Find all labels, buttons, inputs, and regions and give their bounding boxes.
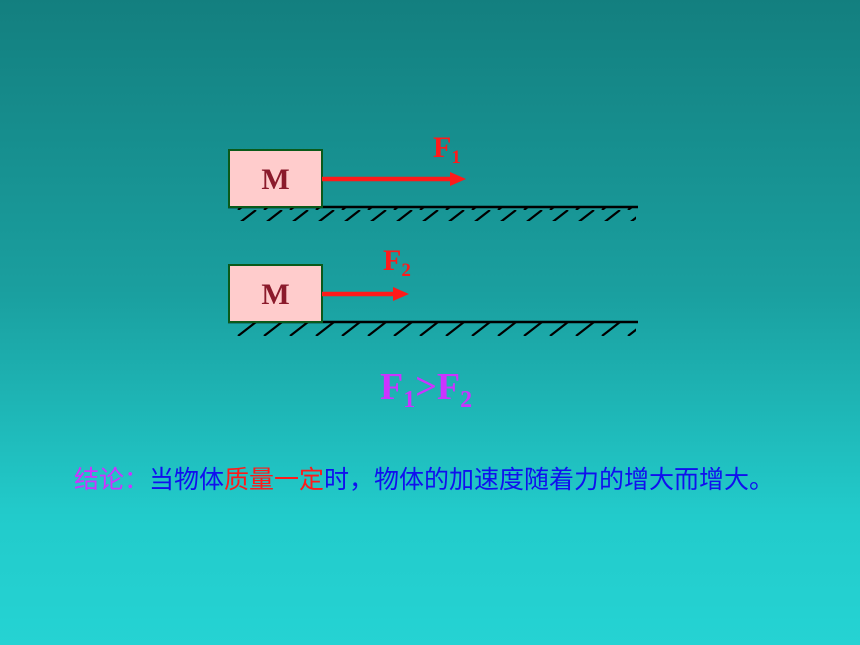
relation-right-letter: F — [436, 366, 461, 408]
force-relation: F1>F2 — [380, 366, 472, 412]
top-force-label: F1 — [433, 131, 461, 168]
relation-right-sub: 2 — [460, 387, 473, 413]
relation-left-letter: F — [380, 366, 404, 408]
top-setup: M F1 — [228, 131, 638, 221]
bottom-ground-hatching — [236, 322, 636, 336]
relation-left-sub: 1 — [403, 387, 416, 413]
bottom-force-label: F2 — [383, 244, 411, 281]
bottom-block-label: M — [261, 278, 289, 311]
bottom-block — [228, 264, 323, 323]
conclusion-text: 结论：当物体质量一定时，物体的加速度随着力的增大而增大。 — [74, 456, 814, 504]
relation-operator: > — [415, 366, 437, 408]
top-block-label: M — [261, 163, 289, 196]
conclusion-head: 结论： — [74, 465, 150, 494]
top-force-arrowhead — [450, 172, 466, 186]
conclusion-part2: 时，物体的加速度随着力的增大而增大。 — [324, 465, 775, 494]
top-ground-hatching — [236, 207, 636, 221]
conclusion-part1: 当物体 — [149, 465, 225, 494]
conclusion-highlight: 质量一定 — [224, 465, 325, 494]
bottom-setup: M F2 — [228, 244, 638, 336]
bottom-force-arrowhead — [393, 287, 409, 301]
